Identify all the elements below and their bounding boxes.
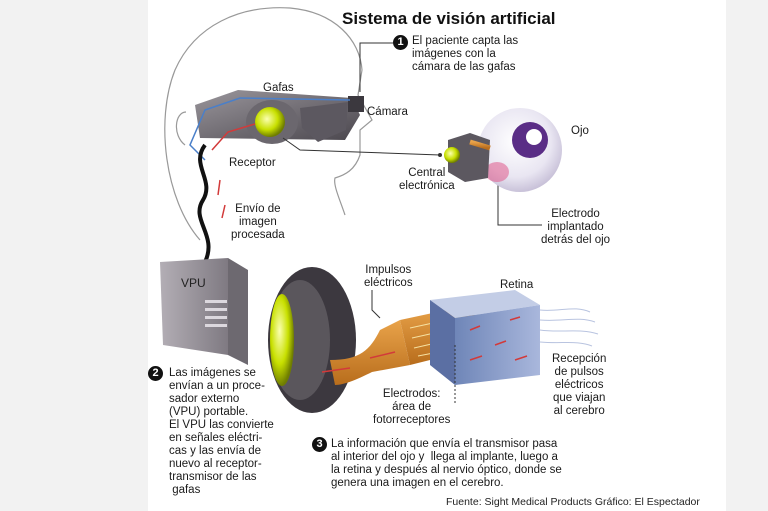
label-recepcion: Recepción de pulsos eléctricos que viaja… [552,353,607,417]
leader-impulsos [371,290,381,319]
leader-step1 [359,42,393,92]
signal-path-red [211,123,256,151]
signal-path-blue [189,97,351,161]
vpu-box [160,258,228,355]
label-electrodo: Electrodo implantado detrás del ojo [541,208,611,246]
eye-cable [469,139,491,151]
receptor-lens [255,107,285,137]
vpu-cable [197,143,211,263]
label-vpu: VPU [181,276,206,290]
eye-red-spot [485,162,509,182]
vpu-vent [205,308,227,311]
pupil [526,129,542,145]
leader-dot [438,153,442,157]
red-arrow [321,367,351,373]
head-outline [164,7,373,241]
ear-outline [175,111,187,146]
central-lens [444,147,460,163]
retina-side [430,300,455,385]
vpu-vent [205,316,227,319]
diagram-title: Sistema de visión artificial [342,9,556,28]
label-gafas: Gafas [263,82,294,94]
camera-icon [348,96,364,112]
retina-top [430,290,540,318]
retina-fibers [539,308,599,347]
label-ojo: Ojo [571,125,589,137]
vpu-vent [205,300,227,303]
step-1-text: El paciente capta las imágenes con la cá… [412,35,519,73]
label-impulsos: Impulsos eléctricos [364,264,413,289]
label-electrodos: Electrodos: área de fotorreceptores [373,388,451,426]
leader-electrodo [497,170,542,226]
step-2-text: Las imágenes se envían a un proce- sador… [169,367,274,496]
source-credit: Fuente: Sight Medical Products Gráfico: … [446,496,700,508]
label-central: Central electrónica [399,167,455,192]
label-envio: Envío de imagen procesada [231,203,285,241]
step-3-text: La información que envía el transmisor p… [331,438,562,489]
step-3-number: 3 [312,437,327,452]
vpu-side [228,258,248,365]
leader-receptor [282,137,441,156]
retina-red-pulses [469,316,528,361]
label-retina: Retina [500,279,534,291]
red-arrow [369,351,396,359]
camera-housing [300,102,348,142]
step-1-number: 1 [393,35,408,50]
cable-red-arrows [217,179,226,219]
white-panel [148,0,726,511]
retina-front [455,305,540,385]
label-camara: Cámara [367,106,408,118]
step-2-number: 2 [148,366,163,381]
label-receptor: Receptor [229,157,276,169]
vpu-vent [205,324,227,327]
eye-ring-lens [270,294,294,386]
